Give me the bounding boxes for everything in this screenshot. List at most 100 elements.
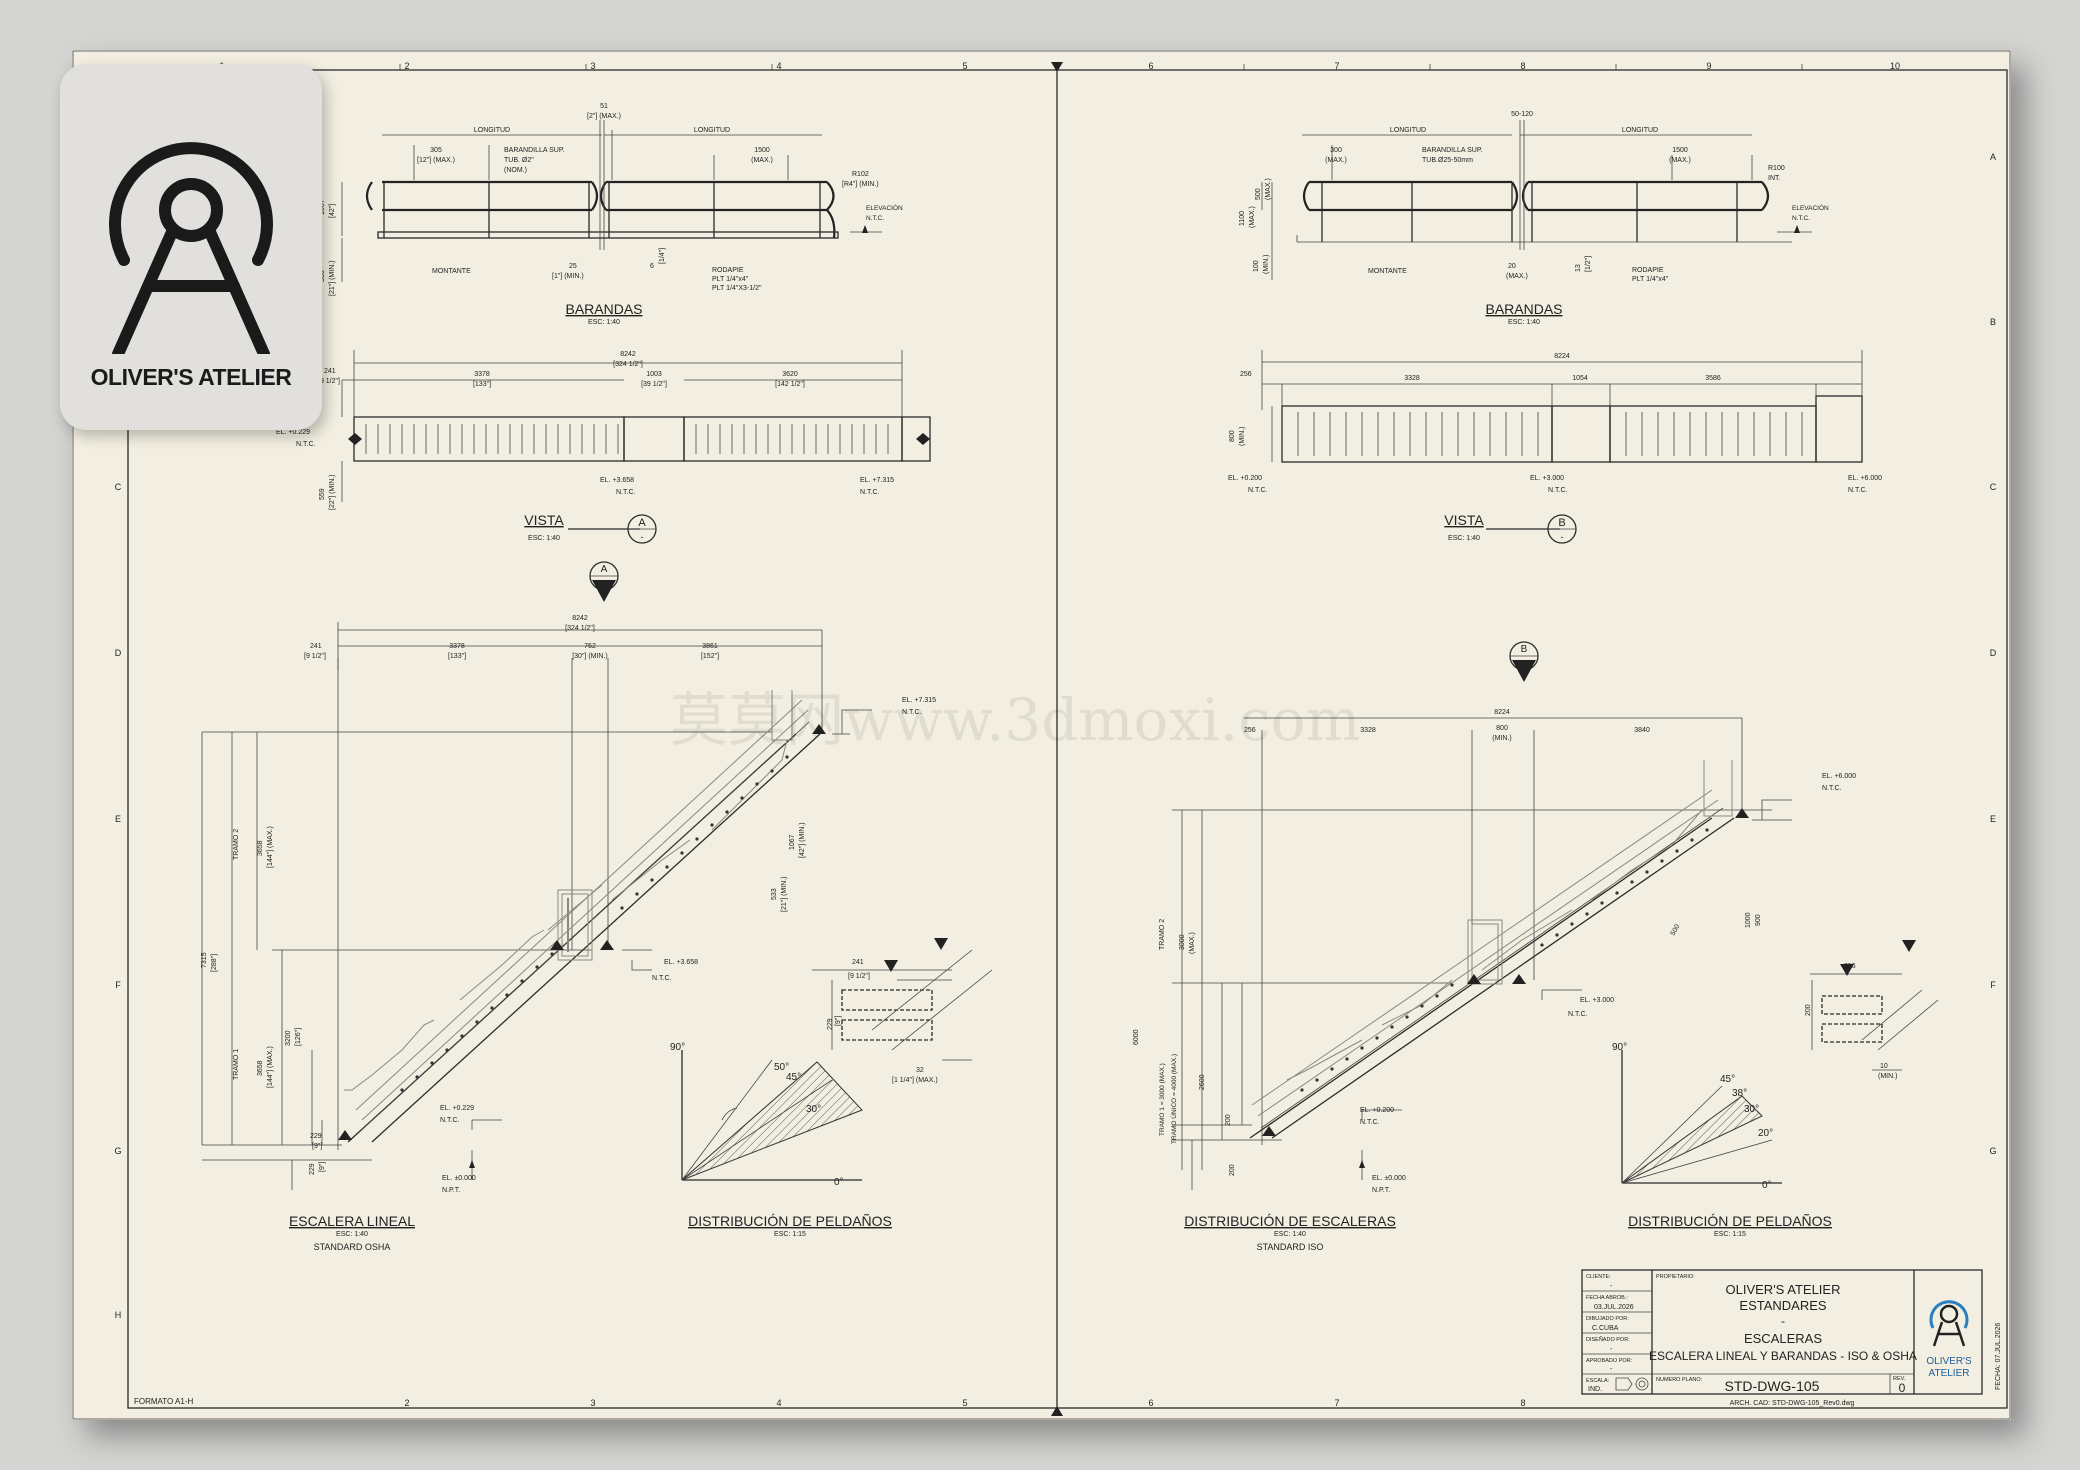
annotation-label: 6 <box>650 263 654 270</box>
annotation-label: 3658 <box>257 1060 264 1076</box>
tb-drawing-number: STD-DWG-105 <box>1725 1378 1820 1394</box>
annotation-label: ESCALA: <box>1586 1378 1610 1384</box>
annotation-label: 3658 <box>257 840 264 856</box>
col-label: 10 <box>1890 61 1900 71</box>
annotation-label: (MAX.) <box>751 157 773 164</box>
annotation-label: EL. +7.315 <box>860 477 894 484</box>
annotation-label: (MIN.) <box>1492 735 1511 742</box>
annotation-label: 20 <box>1508 263 1516 270</box>
brand-name: OLIVER'S ATELIER <box>90 364 292 390</box>
annotation-label: - <box>641 532 644 542</box>
col-label: 4 <box>776 61 781 71</box>
annotation-label: 3378 <box>449 643 465 650</box>
section-tag-b: B <box>1558 517 1565 529</box>
annotation-label: [1 1/4"] (MAX.) <box>892 1077 938 1084</box>
annotation-label: 1100 <box>1239 211 1246 226</box>
annotation-label: 200 <box>1805 1004 1812 1016</box>
annotation-label: EL. +6.000 <box>1822 773 1856 780</box>
annotation-label: ELEVACIÓN <box>866 203 903 212</box>
annotation-label: [9"] <box>319 1162 326 1172</box>
left-section-marker-a: A <box>589 561 619 602</box>
col-label: 9 <box>1706 61 1711 71</box>
col-label: 8 <box>1520 1398 1525 1408</box>
left-stair-standard: STANDARD OSHA <box>314 1242 391 1252</box>
col-label: 2 <box>404 61 409 71</box>
annotation-label: 1054 <box>1572 375 1588 382</box>
annotation-label: TRAMO 2 <box>233 829 240 860</box>
annotation-label: 7315 <box>201 952 208 968</box>
annotation-label: 8242 <box>620 351 636 358</box>
annotation-label: [1"] (MIN.) <box>552 273 584 280</box>
annotation-label: N.T.C. <box>1548 487 1568 494</box>
annotation-label: (MAX.) <box>1506 273 1528 280</box>
title-block: CLIENTE: - FECHA ABROB.: 03.JUL.2026 DIB… <box>1581 1269 2002 1407</box>
annotation-label: INT. <box>1768 175 1781 182</box>
annotation-label: 1003 <box>646 371 662 378</box>
annotation-label: [39 1/2"] <box>641 381 667 388</box>
annotation-label: 03.JUL.2026 <box>1594 1304 1634 1311</box>
annotation-label: 50° <box>774 1062 789 1073</box>
annotation-label: N.T.C. <box>1848 487 1868 494</box>
annotation-label: 300 <box>1330 147 1342 154</box>
annotation-label: 800 <box>1229 430 1236 442</box>
annotation-label: 559 <box>319 488 326 500</box>
row-label: B <box>1990 317 1996 327</box>
annotation-label: A <box>601 564 608 575</box>
annotation-label: BARANDILLA SUP. <box>504 147 565 154</box>
annotation-label: MONTANTE <box>1368 268 1407 275</box>
annotation-label: 30° <box>806 1104 821 1115</box>
annotation-label: EL. +3.000 <box>1530 475 1564 482</box>
annotation-label: OLIVER'S <box>1926 1356 1972 1367</box>
col-label: 6 <box>1148 1398 1153 1408</box>
section-tag-a: A <box>638 517 646 529</box>
annotation-label: TRAMO 2 <box>1159 919 1166 950</box>
annotation-label: 3200 <box>285 1030 292 1046</box>
annotation-label: - <box>1561 532 1564 542</box>
annotation-label: 305 <box>430 147 442 154</box>
annotation-label: ELEVACIÓN <box>1792 203 1829 212</box>
annotation-label: [133"] <box>473 381 491 388</box>
annotation-label: [324 1/2"] <box>613 361 643 368</box>
annotation-label: - <box>1610 1366 1613 1373</box>
annotation-label: RODAPIE <box>1632 267 1664 274</box>
right-steps-scale: ESC: 1:15 <box>1714 1231 1746 1238</box>
annotation-label: [9 1/2"] <box>848 973 870 980</box>
annotation-label: 90° <box>670 1042 685 1053</box>
annotation-label: [21"] (MIN.) <box>329 260 336 296</box>
annotation-label: 3328 <box>1404 375 1420 382</box>
annotation-label: 3861 <box>702 643 718 650</box>
col-label: 4 <box>776 1398 781 1408</box>
annotation-label: N.T.C. <box>1822 785 1842 792</box>
annotation-label: 10 <box>1880 1063 1888 1070</box>
right-plan-view-b: 8224 256 3328 1054 3586 800 (MIN.) EL. +… <box>1228 350 1882 494</box>
drawing-sheet: 1 2 3 4 5 6 7 8 9 10 2 3 4 5 6 7 8 A B C… <box>72 50 2011 1420</box>
annotation-label: (MIN.) <box>1878 1073 1897 1080</box>
annotation-label: - <box>1610 1283 1613 1290</box>
annotation-label: EL. +3.658 <box>600 477 634 484</box>
annotation-label: N.T.C. <box>860 489 880 496</box>
col-label: 3 <box>590 61 595 71</box>
annotation-label: LONGITUD <box>1390 127 1426 134</box>
right-vista-scale: ESC: 1:40 <box>1448 535 1480 542</box>
right-railing-title: BARANDAS <box>1485 301 1562 317</box>
col-label: 5 <box>962 61 967 71</box>
annotation-label: 2600 <box>1199 1074 1206 1090</box>
annotation-label: [9 1/2"] <box>318 378 340 385</box>
annotation-label: 762 <box>584 643 596 650</box>
tb-side-date: FECHA: 07.JUL.2026 <box>1995 1323 2002 1390</box>
annotation-label: 800 <box>1496 725 1508 732</box>
annotation-label: 3328 <box>1360 727 1376 734</box>
annotation-label: C.CUBA <box>1592 1325 1619 1332</box>
annotation-label: 3586 <box>1705 375 1721 382</box>
watermark: 莫莫网www.3dmoxi.com <box>670 686 1361 754</box>
annotation-label: - <box>1610 1346 1613 1353</box>
tb-cad-file: ARCH. CAD: STD-DWG-105_Rev0.dwg <box>1730 1400 1855 1407</box>
row-label: H <box>115 1310 122 1320</box>
annotation-label: 3378 <box>474 371 490 378</box>
col-label: 7 <box>1334 61 1339 71</box>
annotation-label: IND. <box>1588 1386 1602 1393</box>
annotation-label: [22"] (MIN.) <box>329 474 336 510</box>
annotation-label: EL. +3.658 <box>664 959 698 966</box>
annotation-label: CLIENTE: <box>1586 1274 1611 1280</box>
annotation-label: 1067 <box>319 199 326 215</box>
